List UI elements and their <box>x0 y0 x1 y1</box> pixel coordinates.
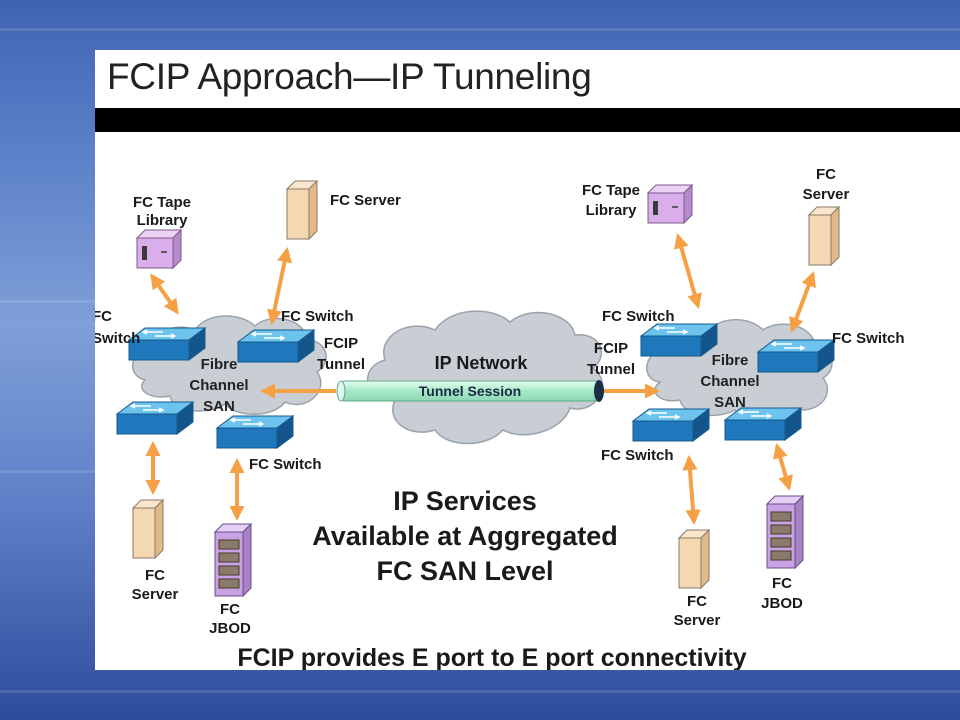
right-fcip-label: FCIP <box>594 340 628 357</box>
left-jbod-label: FC <box>220 601 240 618</box>
svg-text:Channel: Channel <box>700 373 759 390</box>
right-tape-library <box>647 184 693 224</box>
left-tape-label: FC Tape <box>133 194 191 211</box>
left-server-top <box>286 180 318 240</box>
svg-text:Tunnel: Tunnel <box>587 361 635 378</box>
svg-text:SAN: SAN <box>203 398 235 415</box>
right-jbod-label: FC <box>772 575 792 592</box>
svg-text:JBOD: JBOD <box>761 595 803 612</box>
slide: FCIP Approach—IP Tunneling <box>95 50 960 670</box>
right-server-top <box>808 206 840 266</box>
left-switch-top-right <box>237 329 315 363</box>
svg-text:Channel: Channel <box>189 377 248 394</box>
services-line-2: Available at Aggregated <box>312 521 618 551</box>
svg-text:Server: Server <box>803 186 850 203</box>
svg-text:Library: Library <box>586 202 638 219</box>
svg-text:SAN: SAN <box>714 394 746 411</box>
right-switch-right <box>757 339 835 373</box>
right-switch-bottom-left <box>632 408 710 442</box>
left-san-label: Fibre <box>201 356 238 373</box>
left-switch-top-left <box>128 327 206 361</box>
fcip-diagram: FC Tape Library FC Server FC Switch FC S… <box>95 166 905 670</box>
arrow-right-tape <box>674 233 702 309</box>
right-san-label: Fibre <box>712 352 749 369</box>
left-fcip-label: FCIP <box>324 335 358 352</box>
left-switch-bottom-left <box>116 401 194 435</box>
svg-text:Library: Library <box>137 212 189 229</box>
arrow-left-tape <box>150 273 179 315</box>
left-server-bottom <box>132 499 164 559</box>
services-line-1: IP Services <box>393 486 537 516</box>
left-server-top-label: FC Server <box>330 192 401 209</box>
left-tape-library <box>136 229 182 269</box>
footer-text: FCIP provides E port to E port connectiv… <box>237 644 746 670</box>
svg-text:JBOD: JBOD <box>209 620 251 637</box>
svg-text:Switch: Switch <box>95 330 140 347</box>
svg-text:Server: Server <box>132 586 179 603</box>
right-jbod <box>766 495 804 569</box>
left-switch-label-c: FC Switch <box>249 456 322 473</box>
left-jbod <box>214 523 252 597</box>
right-tape-label: FC Tape <box>582 182 640 199</box>
arrow-right-jbod <box>773 443 793 491</box>
right-switch-label-b: FC Switch <box>832 330 905 347</box>
services-line-3: FC SAN Level <box>376 556 553 586</box>
right-switch-label-c: FC Switch <box>601 447 674 464</box>
right-server-bottom-label: FC <box>687 593 707 610</box>
title-bar <box>95 108 960 132</box>
left-server-bottom-label: FC <box>145 567 165 584</box>
arrow-right-server-bottom <box>682 454 701 526</box>
slide-title: FCIP Approach—IP Tunneling <box>107 56 592 97</box>
tunnel-session-label: Tunnel Session <box>419 383 521 399</box>
ip-network-cloud <box>367 310 604 445</box>
right-server-bottom <box>678 529 710 589</box>
arrow-right-server-top <box>789 271 816 333</box>
left-switch-label-a: FC <box>95 308 112 325</box>
arrow-left-server-top <box>267 247 292 325</box>
right-switch-bottom-right <box>724 407 802 441</box>
right-server-top-label: FC <box>816 166 836 183</box>
right-switch-label-a: FC Switch <box>602 308 675 325</box>
ip-network-label: IP Network <box>435 353 529 373</box>
left-switch-bottom-right <box>216 415 294 449</box>
left-switch-label-b: FC Switch <box>281 308 354 325</box>
right-switch-top-left <box>640 323 718 357</box>
svg-text:Server: Server <box>674 612 721 629</box>
svg-text:Tunnel: Tunnel <box>317 356 365 373</box>
